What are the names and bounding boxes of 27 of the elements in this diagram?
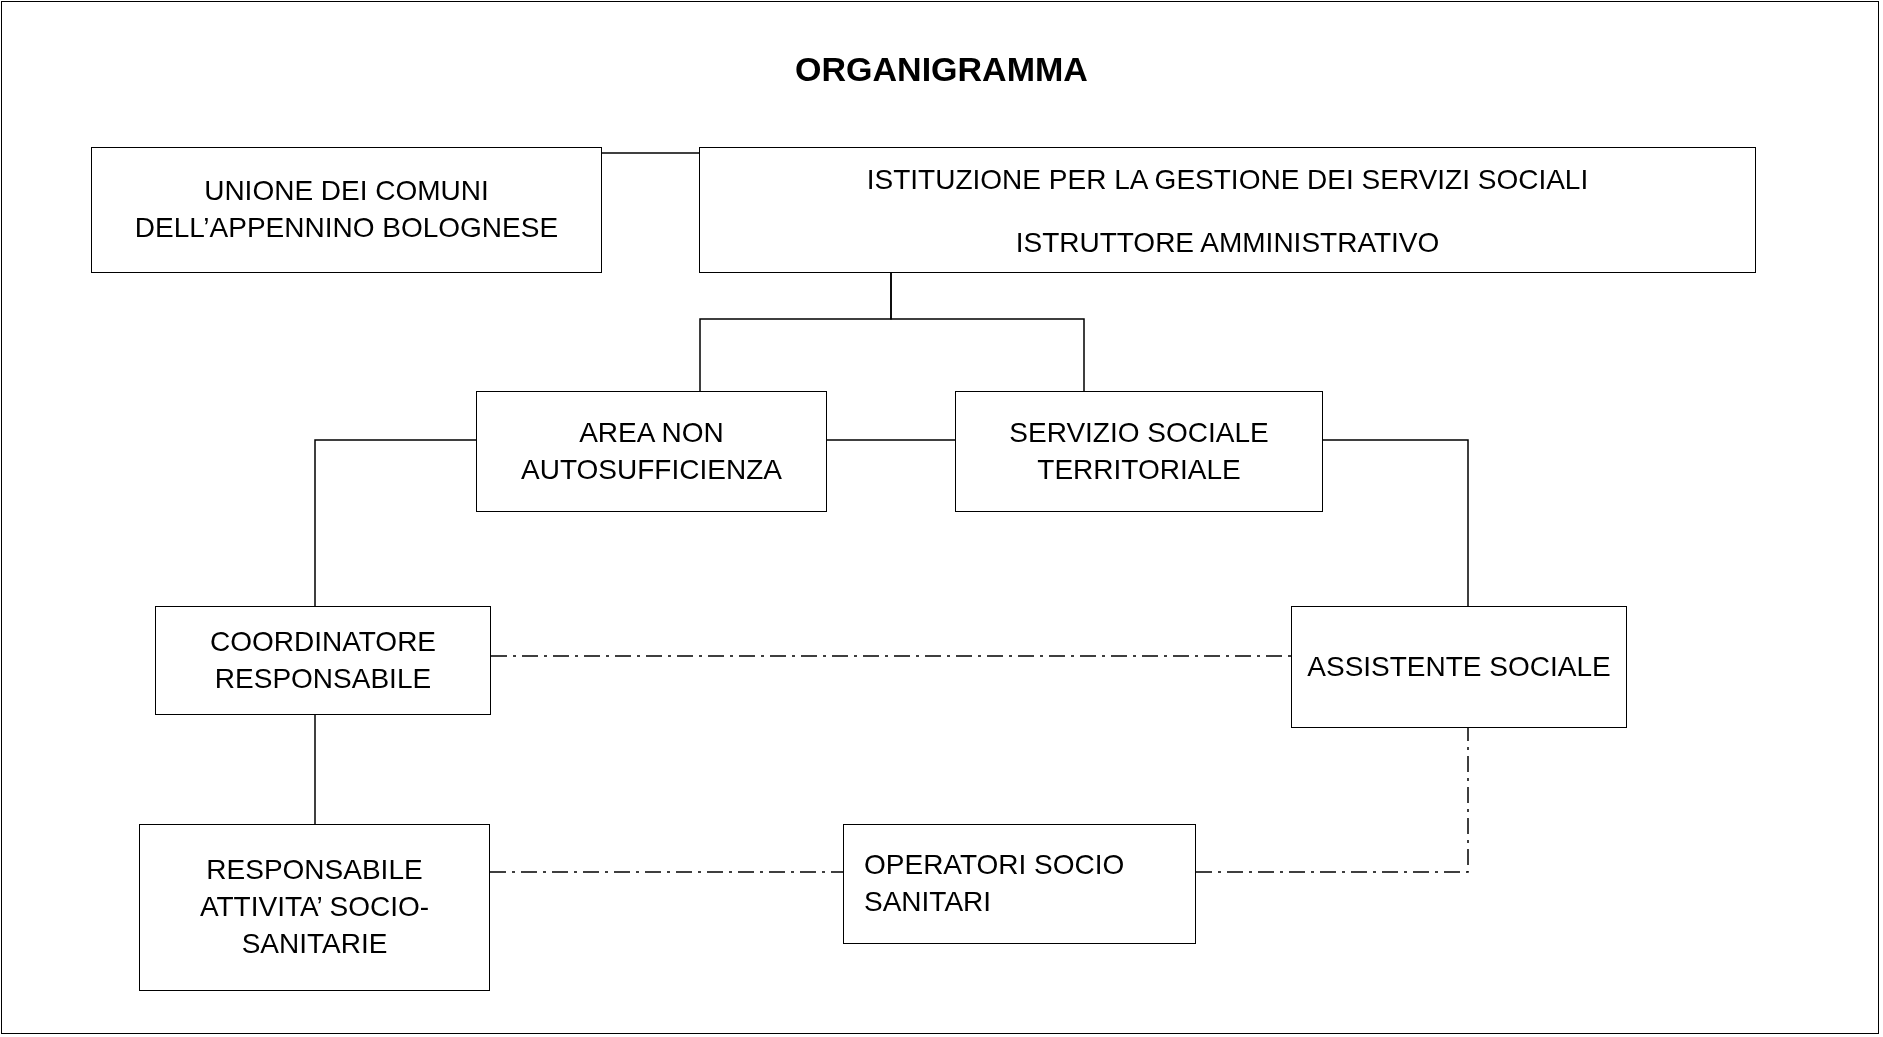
box-label: ISTITUZIONE PER LA GESTIONE DEI SERVIZI SOCIALI	[866, 163, 1589, 197]
box-label: SERVIZIO SOCIALE TERRITORIALE	[1008, 415, 1270, 487]
org-box	[139, 824, 490, 991]
box-label: RESPONSABILE ATTIVITA’ SOCIO-SANITARIE	[198, 853, 431, 961]
org-box	[155, 606, 491, 715]
org-box	[91, 147, 602, 273]
box-label: UNIONE DEI COMUNI DELL’APPENNINO BOLOGNESE	[133, 174, 560, 245]
connector-line	[890, 272, 1085, 392]
box-label: AREA NON AUTOSUFFICIENZA	[520, 415, 783, 487]
diagram-title: ORGANIGRAMMA	[795, 50, 1088, 89]
connector-line	[826, 439, 956, 441]
org-box	[1291, 606, 1627, 728]
connector-line	[601, 152, 700, 154]
connector-line	[489, 871, 844, 873]
org-box	[843, 824, 1196, 944]
connector-line	[490, 655, 1292, 657]
org-box	[955, 391, 1323, 512]
org-box	[699, 147, 1756, 273]
connector-line	[1195, 727, 1469, 873]
box-label: ASSISTENTE SOCIALE	[1307, 649, 1611, 684]
org-box	[476, 391, 827, 512]
box-label: OPERATORI SOCIO SANITARI	[864, 848, 1126, 919]
connector-line	[1322, 439, 1469, 607]
connector-line	[314, 714, 316, 825]
box-label: ISTRUTTORE AMMINISTRATIVO	[1015, 226, 1440, 261]
box-label: COORDINATORE RESPONSABILE	[208, 624, 438, 696]
connector-line	[314, 439, 477, 607]
